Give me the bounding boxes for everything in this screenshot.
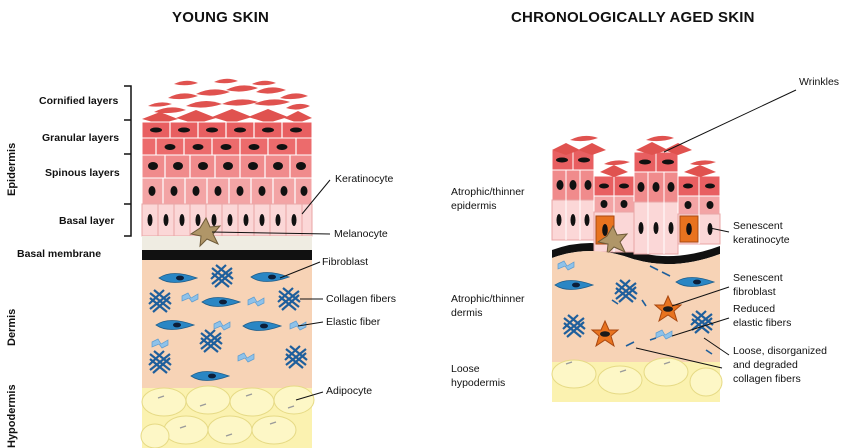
dermis-aged bbox=[552, 251, 720, 362]
loose-hypodermis-label-2: hypodermis bbox=[451, 377, 505, 390]
spinous-layers-label: Spinous layers bbox=[45, 167, 120, 180]
dermis-young bbox=[142, 260, 312, 388]
reduced-elastic-label-1: Reduced bbox=[733, 303, 775, 316]
cornified-layer-young bbox=[142, 79, 312, 124]
wrinkles-label: Wrinkles bbox=[799, 76, 839, 89]
senescent-fibroblast-label-2: fibroblast bbox=[733, 286, 776, 299]
spinous-layer-young bbox=[142, 155, 312, 204]
cornified-layers-label: Cornified layers bbox=[39, 95, 118, 108]
atrophic-dermis-label-2: dermis bbox=[451, 307, 483, 320]
granular-layers-label: Granular layers bbox=[42, 132, 119, 145]
epidermis-aged bbox=[552, 150, 720, 254]
dermis-side-label: Dermis bbox=[6, 309, 18, 346]
collagen-degraded-label-3: collagen fibers bbox=[733, 373, 801, 386]
atrophic-epidermis-label-1: Atrophic/thinner bbox=[451, 186, 525, 199]
melanocyte-label: Melanocyte bbox=[334, 228, 388, 241]
hypodermis-aged bbox=[552, 358, 722, 402]
basal-layer-label: Basal layer bbox=[59, 215, 114, 228]
collagen-degraded-label-1: Loose, disorganized bbox=[733, 345, 827, 358]
senescent-keratinocyte-label-2: keratinocyte bbox=[733, 234, 790, 247]
senescent-fibroblast-label-1: Senescent bbox=[733, 272, 783, 285]
fibroblast-label: Fibroblast bbox=[322, 256, 368, 269]
basal-membrane-label: Basal membrane bbox=[17, 248, 101, 261]
granular-layer-young bbox=[142, 122, 312, 155]
epidermis-side-label: Epidermis bbox=[6, 143, 18, 196]
epidermis-bracket bbox=[124, 86, 131, 236]
elastic-fiber-label: Elastic fiber bbox=[326, 316, 380, 329]
loose-hypodermis-label-1: Loose bbox=[451, 363, 480, 376]
keratinocyte-label: Keratinocyte bbox=[335, 173, 393, 186]
atrophic-epidermis-label-2: epidermis bbox=[451, 200, 497, 213]
reduced-elastic-label-2: elastic fibers bbox=[733, 317, 791, 330]
collagen-fibers-label: Collagen fibers bbox=[326, 293, 396, 306]
senescent-keratinocyte-label-1: Senescent bbox=[733, 220, 783, 233]
hypodermis-young bbox=[141, 386, 314, 448]
collagen-degraded-label-2: and degraded bbox=[733, 359, 798, 372]
hypodermis-side-label: Hypodermis bbox=[6, 384, 18, 448]
adipocyte-label: Adipocyte bbox=[326, 385, 372, 398]
atrophic-dermis-label-1: Atrophic/thinner bbox=[451, 293, 525, 306]
